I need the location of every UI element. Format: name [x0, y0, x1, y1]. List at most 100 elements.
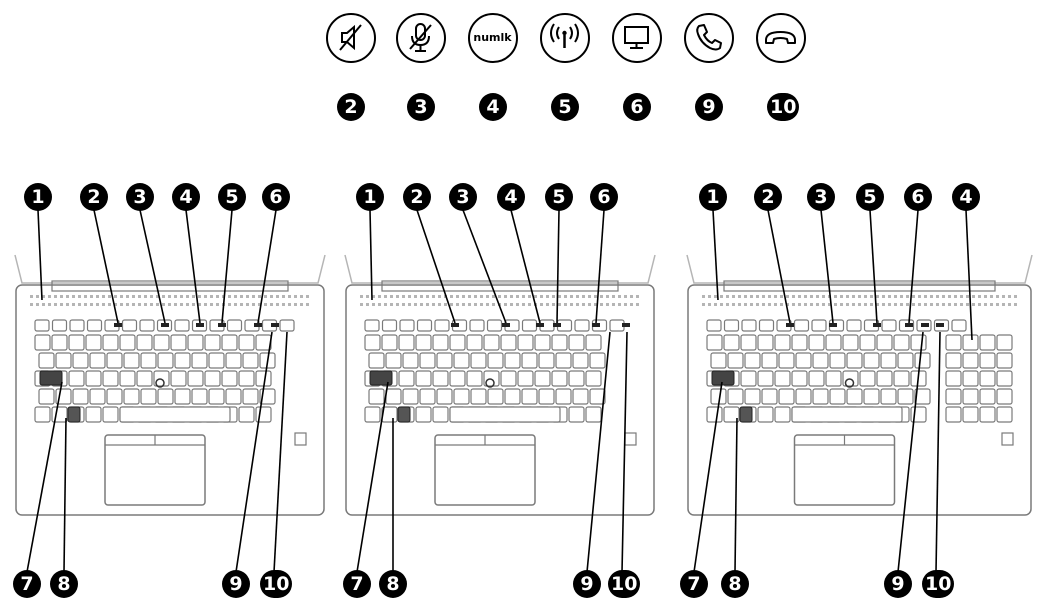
speaker-hole [462, 295, 465, 298]
numpad-key [945, 406, 962, 423]
speaker-hole [714, 295, 717, 298]
speaker-hole [624, 303, 627, 306]
legend-wireless: 5 [540, 13, 590, 133]
speaker-hole [738, 295, 741, 298]
speaker-hole [780, 303, 783, 306]
speaker-hole [198, 295, 201, 298]
key [812, 352, 829, 369]
key-light-indicator [921, 323, 929, 327]
speaker-hole [282, 303, 285, 306]
function-key [811, 319, 827, 332]
key [521, 352, 538, 369]
callout-badge: 6 [262, 183, 290, 211]
speaker-hole [270, 295, 273, 298]
function-key [469, 319, 485, 332]
speaker-hole [402, 295, 405, 298]
numpad-key [962, 334, 979, 351]
legend-number: 6 [623, 93, 651, 121]
numpad-key [996, 388, 1013, 405]
key [381, 334, 398, 351]
key [368, 352, 385, 369]
speaker-hole [78, 303, 81, 306]
key [55, 388, 72, 405]
speaker-hole [558, 303, 561, 306]
key [568, 334, 585, 351]
speaker-hole [834, 303, 837, 306]
key [551, 370, 568, 387]
speaker-hole [774, 303, 777, 306]
speaker-hole [762, 295, 765, 298]
speaker-hole [720, 295, 723, 298]
key [453, 352, 470, 369]
speaker-hole [462, 303, 465, 306]
speaker-hole [240, 303, 243, 306]
speaker-hole [612, 303, 615, 306]
speaker-hole [930, 303, 933, 306]
speaker-hole [222, 295, 225, 298]
speaker-hole [912, 303, 915, 306]
function-key [34, 319, 50, 332]
callout-leader [908, 209, 919, 324]
speaker-hole [150, 295, 153, 298]
speaker-hole [240, 295, 243, 298]
key [500, 334, 517, 351]
key [55, 352, 72, 369]
key [585, 406, 602, 423]
key-light-indicator [502, 323, 510, 327]
callout-leader [235, 331, 273, 573]
key [221, 370, 238, 387]
speaker-hole [72, 295, 75, 298]
speaker-hole [114, 303, 117, 306]
key [740, 370, 757, 387]
callout-leader [965, 209, 973, 341]
key [846, 388, 863, 405]
callout-badge: 2 [80, 183, 108, 211]
speaker-hole [618, 303, 621, 306]
speaker-hole [570, 303, 573, 306]
nfc-mark [1001, 432, 1014, 446]
callout-leader [820, 209, 834, 324]
key [774, 370, 791, 387]
key [170, 334, 187, 351]
speaker-hole [486, 303, 489, 306]
key [106, 352, 123, 369]
speaker-hole [384, 303, 387, 306]
speaker-hole [138, 295, 141, 298]
speaker-hole [636, 295, 639, 298]
key [72, 352, 89, 369]
speaker-hole [996, 295, 999, 298]
key [157, 388, 174, 405]
num-lock-icon-text: numlk [473, 31, 512, 44]
key-light-indicator [451, 323, 459, 327]
speaker-hole [636, 303, 639, 306]
speaker-hole [942, 303, 945, 306]
key [402, 352, 419, 369]
numpad-key [996, 334, 1013, 351]
key [534, 370, 551, 387]
key-light-indicator [218, 323, 226, 327]
key [829, 352, 846, 369]
lid-edge [686, 254, 1033, 284]
speaker-hole [846, 303, 849, 306]
key [432, 370, 449, 387]
key [187, 370, 204, 387]
speaker-hole [744, 295, 747, 298]
deck-outline [345, 284, 655, 516]
speaker-hole [294, 303, 297, 306]
key [385, 388, 402, 405]
key-light-indicator [254, 323, 262, 327]
key [555, 388, 572, 405]
legend-number: 4 [479, 93, 507, 121]
speaker-hole [180, 303, 183, 306]
key [521, 388, 538, 405]
speaker-hole [162, 295, 165, 298]
callout-badge: 6 [904, 183, 932, 211]
speaker-hole [282, 295, 285, 298]
key [259, 352, 276, 369]
speaker-hole [402, 303, 405, 306]
speaker-hole [588, 303, 591, 306]
speaker-hole [594, 295, 597, 298]
key [419, 388, 436, 405]
key [470, 352, 487, 369]
speaker-hole [846, 295, 849, 298]
